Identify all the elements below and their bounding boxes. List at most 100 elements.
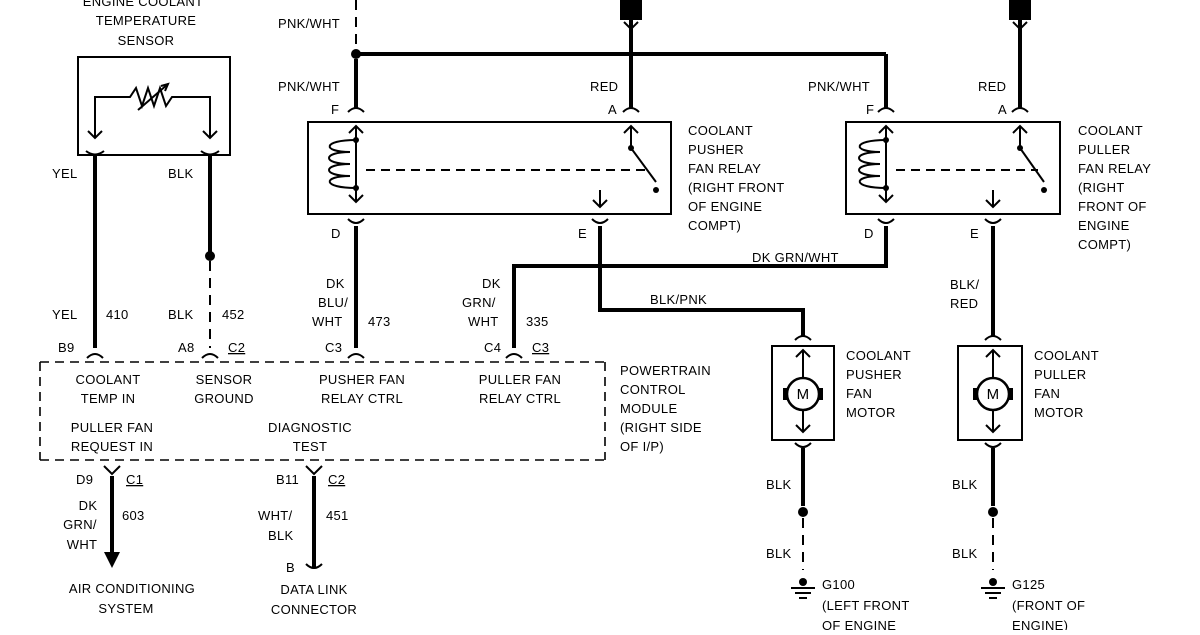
fn-diagnostic-test-2: TEST xyxy=(293,439,327,454)
wire-label-ac-1: DK xyxy=(79,498,98,513)
puller-relay-label-3: FAN RELAY xyxy=(1078,161,1151,176)
pusher-motor-label-1: COOLANT xyxy=(846,348,911,363)
puller-relay-label-5: FRONT OF xyxy=(1078,199,1147,214)
fuse-puller xyxy=(1009,0,1031,20)
pusher-relay-label-1: COOLANT xyxy=(688,123,753,138)
fn-diagnostic-test-1: DIAGNOSTIC xyxy=(268,420,352,435)
fn-sensor-ground-1: SENSOR xyxy=(196,372,253,387)
wire-label-blk-pcm: BLK xyxy=(168,307,194,322)
pin-puller-f: F xyxy=(866,102,874,117)
puller-motor-label-4: MOTOR xyxy=(1034,405,1084,420)
ac-system-label-1: AIR CONDITIONING xyxy=(69,581,195,596)
wire-label-blk-red-2: RED xyxy=(950,296,978,311)
ect-sensor-label-2: TEMPERATURE xyxy=(96,13,197,28)
wire-label-dk-blu-wht-3: WHT xyxy=(312,314,343,329)
wire-label-pnk-wht-pusher: PNK/WHT xyxy=(278,79,340,94)
puller-relay-label-1: COOLANT xyxy=(1078,123,1143,138)
ect-sensor-label-1: ENGINE COOLANT xyxy=(83,0,204,9)
pin-b11: B11 xyxy=(276,472,299,487)
puller-relay-label-4: (RIGHT xyxy=(1078,180,1125,195)
puller-motor-m: M xyxy=(987,386,1000,403)
ac-arrow xyxy=(104,552,120,568)
ect-sensor-box xyxy=(77,56,231,156)
fn-puller-relay-ctrl-2: RELAY CTRL xyxy=(479,391,561,406)
puller-motor-label-3: FAN xyxy=(1034,386,1060,401)
circuit-335: 335 xyxy=(526,314,549,329)
puller-relay-coil xyxy=(858,139,887,189)
pusher-motor-box xyxy=(771,345,835,441)
thermistor-arrow xyxy=(137,83,169,111)
pin-c4: C4 xyxy=(484,340,501,355)
pusher-motor-label-4: MOTOR xyxy=(846,405,896,420)
ground-g100-label-1: G100 xyxy=(822,577,855,592)
pin-d9: D9 xyxy=(76,472,93,487)
wire-label-red-puller: RED xyxy=(978,79,1006,94)
wire-blk-pnk xyxy=(598,226,805,336)
pusher-relay-box xyxy=(307,121,672,215)
wire-label-blk-top: BLK xyxy=(168,166,194,181)
pusher-relay-label-2: PUSHER xyxy=(688,142,744,157)
puller-relay-label-7: COMPT) xyxy=(1078,237,1131,252)
wire-label-dk-blu-wht-1: DK xyxy=(326,276,345,291)
wire-label-wht-blk-2: BLK xyxy=(268,528,294,543)
ground-g125-label-1: G125 xyxy=(1012,577,1045,592)
connector-c2b: C2 xyxy=(328,472,345,487)
pusher-relay-label-5: OF ENGINE xyxy=(688,199,762,214)
wire-label-blk-m2b: BLK xyxy=(952,546,978,561)
pusher-fan-relay: PNK/WHT F RED A D E COOLANT PUSHER FAN R… xyxy=(278,79,784,241)
fn-pusher-relay-ctrl-2: RELAY CTRL xyxy=(321,391,403,406)
puller-relay-label-6: ENGINE xyxy=(1078,218,1130,233)
wire-label-dk-blu-wht-2: BLU/ xyxy=(318,295,348,310)
pin-pusher-f: F xyxy=(331,102,339,117)
wire-label-dk-grn-wht-c4-2: GRN/ xyxy=(462,295,496,310)
pusher-relay-switch xyxy=(630,147,657,183)
pcm-label-2: CONTROL xyxy=(620,382,686,397)
pusher-motor-m: M xyxy=(797,386,810,403)
pin-puller-a: A xyxy=(998,102,1007,117)
wire-label-blk-m1b: BLK xyxy=(766,546,792,561)
pusher-relay-label-3: FAN RELAY xyxy=(688,161,761,176)
splice-blk xyxy=(205,251,215,261)
connector-c1: C1 xyxy=(126,472,143,487)
pcm-label-5: OF I/P) xyxy=(620,439,664,454)
fn-puller-request-in-1: PULLER FAN xyxy=(71,420,153,435)
pcm-label-3: MODULE xyxy=(620,401,677,416)
ground-g125-label-2: (FRONT OF xyxy=(1012,598,1085,613)
fn-coolant-temp-in-1: COOLANT xyxy=(76,372,141,387)
fuse-pusher xyxy=(620,0,642,20)
ground-g100-label-2: (LEFT FRONT xyxy=(822,598,910,613)
wire-dk-grn-wht xyxy=(512,226,888,348)
puller-motor-label-2: PULLER xyxy=(1034,367,1086,382)
pin-puller-d: D xyxy=(864,226,874,241)
pin-c3: C3 xyxy=(325,340,342,355)
puller-motor-box xyxy=(957,345,1023,441)
wire-label-wht-blk-1: WHT/ xyxy=(258,508,292,523)
pin-puller-e: E xyxy=(970,226,979,241)
puller-fan-relay: PNK/WHT F RED A D E COOLANT PULLER FAN R… xyxy=(808,79,1151,252)
ground-g100-label-3: OF ENGINE xyxy=(822,618,896,630)
puller-fan-motor: M COOLANT PULLER FAN MOTOR xyxy=(957,335,1099,448)
puller-relay-box xyxy=(845,121,1061,215)
wire-label-pnk-wht-puller: PNK/WHT xyxy=(808,79,870,94)
connector-c3: C3 xyxy=(532,340,549,355)
wire-label-blk-red-1: BLK/ xyxy=(950,277,979,292)
fn-puller-relay-ctrl-1: PULLER FAN xyxy=(479,372,561,387)
fn-sensor-ground-2: GROUND xyxy=(194,391,254,406)
thermistor-symbol xyxy=(94,84,211,138)
wire-label-ac-2: GRN/ xyxy=(63,517,97,532)
pusher-relay-label-6: COMPT) xyxy=(688,218,741,233)
wire-label-yel-top: YEL xyxy=(52,166,77,181)
ground-g100-symbol xyxy=(799,578,807,586)
pin-b9: B9 xyxy=(58,340,75,355)
pusher-motor-label-3: FAN xyxy=(846,386,872,401)
dlc-label-1: DATA LINK xyxy=(280,582,347,597)
wire-label-blk-m2a: BLK xyxy=(952,477,978,492)
puller-relay-label-2: PULLER xyxy=(1078,142,1130,157)
pcm-label-1: POWERTRAIN xyxy=(620,363,711,378)
wire-label-dk-grn-wht-horiz: DK GRN/WHT xyxy=(752,250,839,265)
pin-pusher-a: A xyxy=(608,102,617,117)
pin-pusher-e: E xyxy=(578,226,587,241)
fn-puller-request-in-2: REQUEST IN xyxy=(71,439,153,454)
circuit-410: 410 xyxy=(106,307,129,322)
